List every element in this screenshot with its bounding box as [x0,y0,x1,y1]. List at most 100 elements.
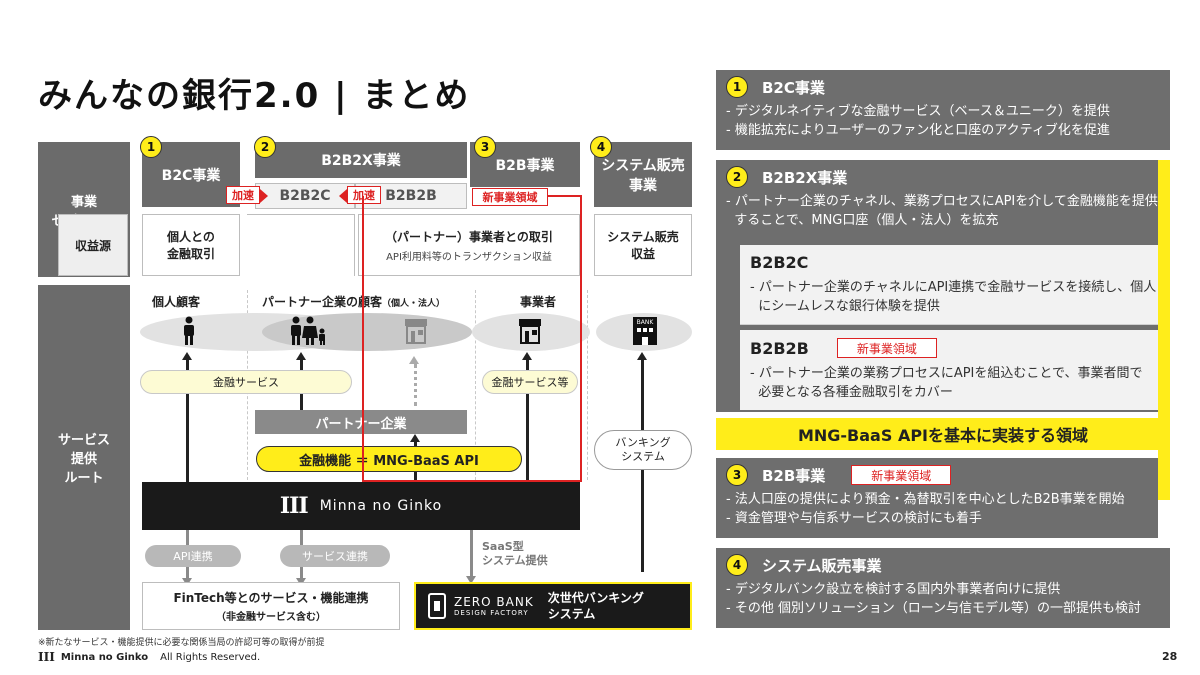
revenue-label: 収益源 [58,214,128,276]
separator [475,290,476,480]
accel-tag-2: 加速 [347,186,381,204]
arrow-head [410,434,420,442]
financial-service-pill-2: 金融サービス等 [482,370,578,394]
arrow-head [182,352,192,360]
accel-tag-1: 加速 [226,186,260,204]
zerobank-sub: DESIGN FACTORY [454,609,529,617]
revenue-individual: 個人との 金融取引 [142,214,240,276]
fintech-label: FinTech等とのサービス・機能連携 [173,591,369,605]
panel-3-tag: 新事業領域 [851,465,952,485]
panel-1-line: - デジタルネイティブな金融サービス（ベース＆ユニーク）を提供 [726,104,1110,119]
arrow-line [526,360,529,482]
footer-logo: Minna no Ginko [60,651,149,663]
b2b2b-line: 必要となる各種金融取引をカバー [750,385,953,400]
panel-b2c: 1 B2C事業 - デジタルネイティブな金融サービス（ベース＆ユニーク）を提供 … [716,70,1170,150]
badge-2: 2 [254,136,276,158]
revenue-system: システム販売 収益 [594,214,692,276]
panel-system: 4 システム販売事業 - デジタルバンク設立を検討する国内外事業者向けに提供 -… [716,548,1170,628]
minna-logo-icon: III [279,493,309,519]
page-number: 28 [1162,650,1178,663]
next-gen-label: 次世代バンキング システム [547,591,644,621]
accel-arrow-1 [260,189,268,203]
panel-2-line: - パートナー企業のチャネル、業務プロセスにAPIを介して金融機能を提供 [726,194,1158,209]
svg-text:BANK: BANK [637,319,655,326]
arrow-head [466,576,476,584]
panel-1-badge: 1 [726,76,748,98]
b2b2c-box: B2B2C [255,183,355,209]
new-business-tag: 新事業領域 [472,188,548,206]
banking-system-pill: バンキング システム [594,430,692,470]
panel-3-line: - 資金管理や与信系サービスの検討にも着手 [726,511,982,526]
b2b2b-tag: 新事業領域 [836,338,937,358]
family-icon [291,316,325,345]
bank-icon: BANK [633,317,657,345]
baas-banner: MNG-BaaS APIを基本に実装する領域 [716,418,1170,450]
panel-4-line: - その他 個別ソリューション（ローン与信モデル等）の一部提供も検討 [726,601,1142,616]
api-link-pill: API連携 [145,545,241,567]
customer-business: 事業者 [520,295,557,309]
b2b2c-title: B2B2C [750,253,809,272]
footer: III Minna no Ginko All Rights Reserved. [38,650,260,664]
panel-1-title: B2C事業 [762,78,825,97]
arrow-line [186,360,189,482]
saas-label: SaaS型 システム提供 [482,540,548,567]
baas-side-bar [1158,160,1170,500]
panel-4-title: システム販売事業 [762,556,882,575]
zerobank-box: ZERO BANK DESIGN FACTORY 次世代バンキング システム [414,582,692,630]
arrow-line [470,530,473,578]
arrow-head [637,352,647,360]
footer-copyright: All Rights Reserved. [160,651,261,663]
customer-partner-label: パートナー企業の顧客 [262,295,383,309]
route-label: サービス 提供 ルート [38,285,130,630]
baas-api-pill: 金融機能 ＝ MNG-BaaS API [256,446,522,472]
customer-partner-sub: （個人・法人） [382,299,446,309]
customer-partner: パートナー企業の顧客（個人・法人） [262,293,445,310]
panel-3-line: - 法人口座の提供により預金・為替取引を中心としたB2B事業を開始 [726,492,1125,507]
store-icon [519,319,541,344]
revenue-partner-label: （パートナー）事業者との取引 [385,229,553,244]
financial-service-pill: 金融サービス [140,370,352,394]
store-icon [405,319,427,344]
arrow-line-dotted [414,364,417,406]
badge-4: 4 [590,136,612,158]
segment-b2b2x: B2B2X事業 [255,142,467,178]
panel-4-line: - デジタルバンク設立を検討する国内外事業者向けに提供 [726,582,1061,597]
page-title: みんなの銀行2.0 | まとめ [38,76,471,116]
revenue-partner: （パートナー）事業者との取引 API利用料等のトランザクション収益 [358,214,580,276]
sub-panel-b2b2c: B2B2C - パートナー企業のチャネルにAPI連携で金融サービスを接続し、個人… [740,245,1158,325]
separator [587,290,588,480]
panel-b2b: 3 B2B事業 新事業領域 - 法人口座の提供により預金・為替取引を中心としたB… [716,458,1158,538]
service-link-pill: サービス連携 [280,545,390,567]
b2b2b-line: - パートナー企業の業務プロセスにAPIを組込むことで、事業者間で [750,366,1143,381]
arrow-head [522,352,532,360]
person-icon [184,316,194,345]
badge-3: 3 [474,136,496,158]
customer-individual: 個人顧客 [152,295,201,309]
fintech-box: FinTech等とのサービス・機能連携 （非金融サービス含む） [142,582,400,630]
panel-2-title: B2B2X事業 [762,168,848,187]
revenue-partner-sub: API利用料等のトランザクション収益 [386,251,552,263]
arrow-head [409,356,419,364]
footnote: ※新たなサービス・機能提供に必要な関係当局の許認可等の取得が前提 [38,638,325,648]
minna-bar: III Minna no Ginko [142,482,580,530]
new-business-frame [362,196,582,482]
revenue-connector [247,214,355,276]
b2b2c-line: にシームレスな銀行体験を提供 [750,299,940,314]
zerobank-name: ZERO BANK [454,595,534,609]
panel-4-badge: 4 [726,554,748,576]
panel-1-line: - 機能拡充によりユーザーのファン化と口座のアクティブ化を促進 [726,123,1110,138]
accel-arrow-2 [339,189,347,203]
partner-company-box: パートナー企業 [255,410,467,434]
fintech-sub: （非金融サービス含む） [216,612,326,623]
panel-2-line: することで、MNG口座（個人・法人）を拡充 [726,213,999,228]
segment-b2c: B2C事業 [142,142,240,207]
badge-1: 1 [140,136,162,158]
sub-panel-b2b2b: B2B2B 新事業領域 - パートナー企業の業務プロセスにAPIを組込むことで、… [740,330,1158,410]
zerobank-icon [428,593,446,619]
panel-2-badge: 2 [726,166,748,188]
minna-logo-text: Minna no Ginko [319,498,443,514]
footer-logo-icon: III [38,650,55,664]
panel-3-title: B2B事業 [762,466,826,485]
b2b2c-line: - パートナー企業のチャネルにAPI連携で金融サービスを接続し、個人 [750,280,1157,295]
new-business-frame-top [548,195,582,197]
